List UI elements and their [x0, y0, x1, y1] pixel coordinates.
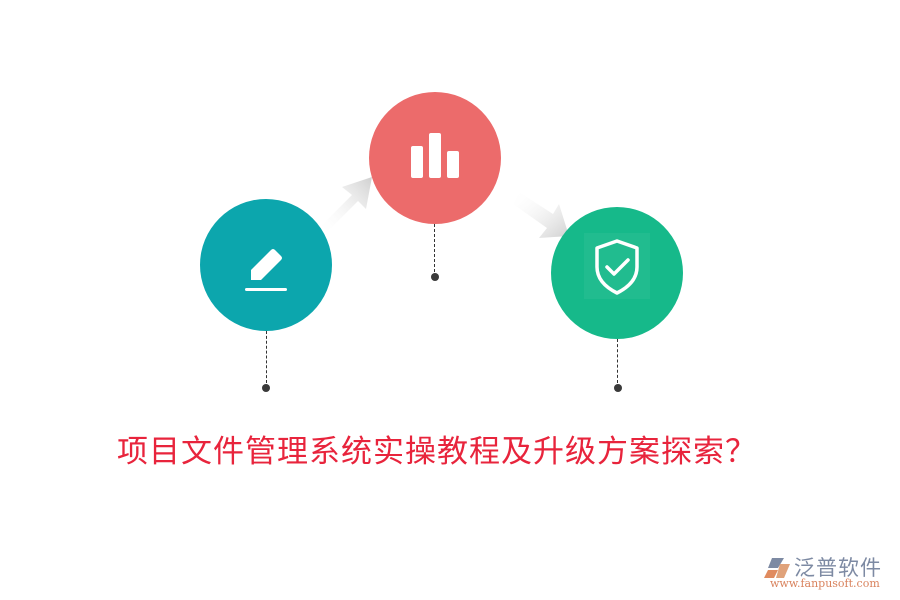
step-edit-circle [200, 199, 332, 331]
connector-dot [614, 384, 622, 392]
connector-line [434, 224, 435, 272]
brand-url: www.fanpusoft.com [770, 577, 880, 590]
shield-check-icon [584, 233, 650, 299]
connector-line [266, 331, 267, 383]
connector-dot [431, 273, 439, 281]
page-title: 项目文件管理系统实操教程及升级方案探索？ [117, 434, 757, 470]
pencil-icon [245, 249, 287, 291]
brand-name: 泛普软件 [794, 556, 882, 580]
arrow-down-right-icon [513, 192, 569, 238]
step-chart-circle [369, 92, 501, 224]
brand-logo: 泛普软件 www.fanpusoft.com [762, 552, 892, 592]
connector-dot [262, 384, 270, 392]
fanpu-logo-icon [764, 558, 790, 578]
bar-chart-icon [411, 133, 459, 178]
arrow-up-right-icon [320, 177, 372, 233]
step-secure-circle [551, 207, 683, 339]
connector-line [617, 339, 618, 383]
